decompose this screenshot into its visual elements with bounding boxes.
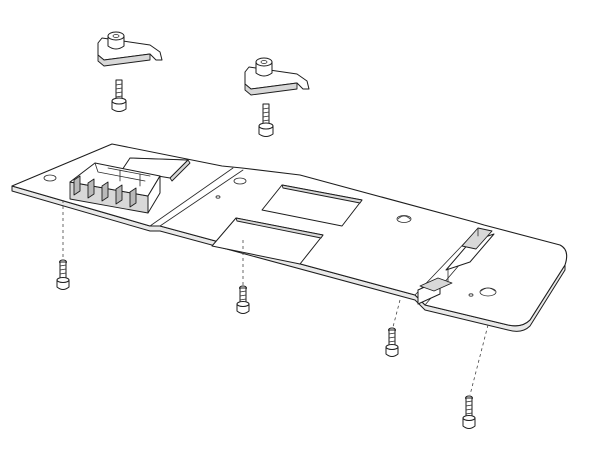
- screw-bottom-1: [56, 259, 70, 290]
- bracket-left: [97, 31, 163, 67]
- screw-top-left: [111, 79, 127, 112]
- plate-window-left: [121, 157, 191, 182]
- bracket-right: [244, 57, 310, 96]
- screw-bottom-4: [462, 395, 476, 429]
- alignment-lines: [62, 200, 489, 396]
- screw-bottom-2: [236, 285, 250, 314]
- screw-top-right: [258, 103, 274, 137]
- plate-window-right-top: [261, 184, 363, 227]
- screw-bottom-3: [385, 327, 399, 357]
- connector-block: [69, 162, 161, 214]
- plate-holes: [43, 174, 497, 297]
- plate-window-right-bottom: [211, 217, 324, 265]
- hinge-latch: [417, 227, 495, 305]
